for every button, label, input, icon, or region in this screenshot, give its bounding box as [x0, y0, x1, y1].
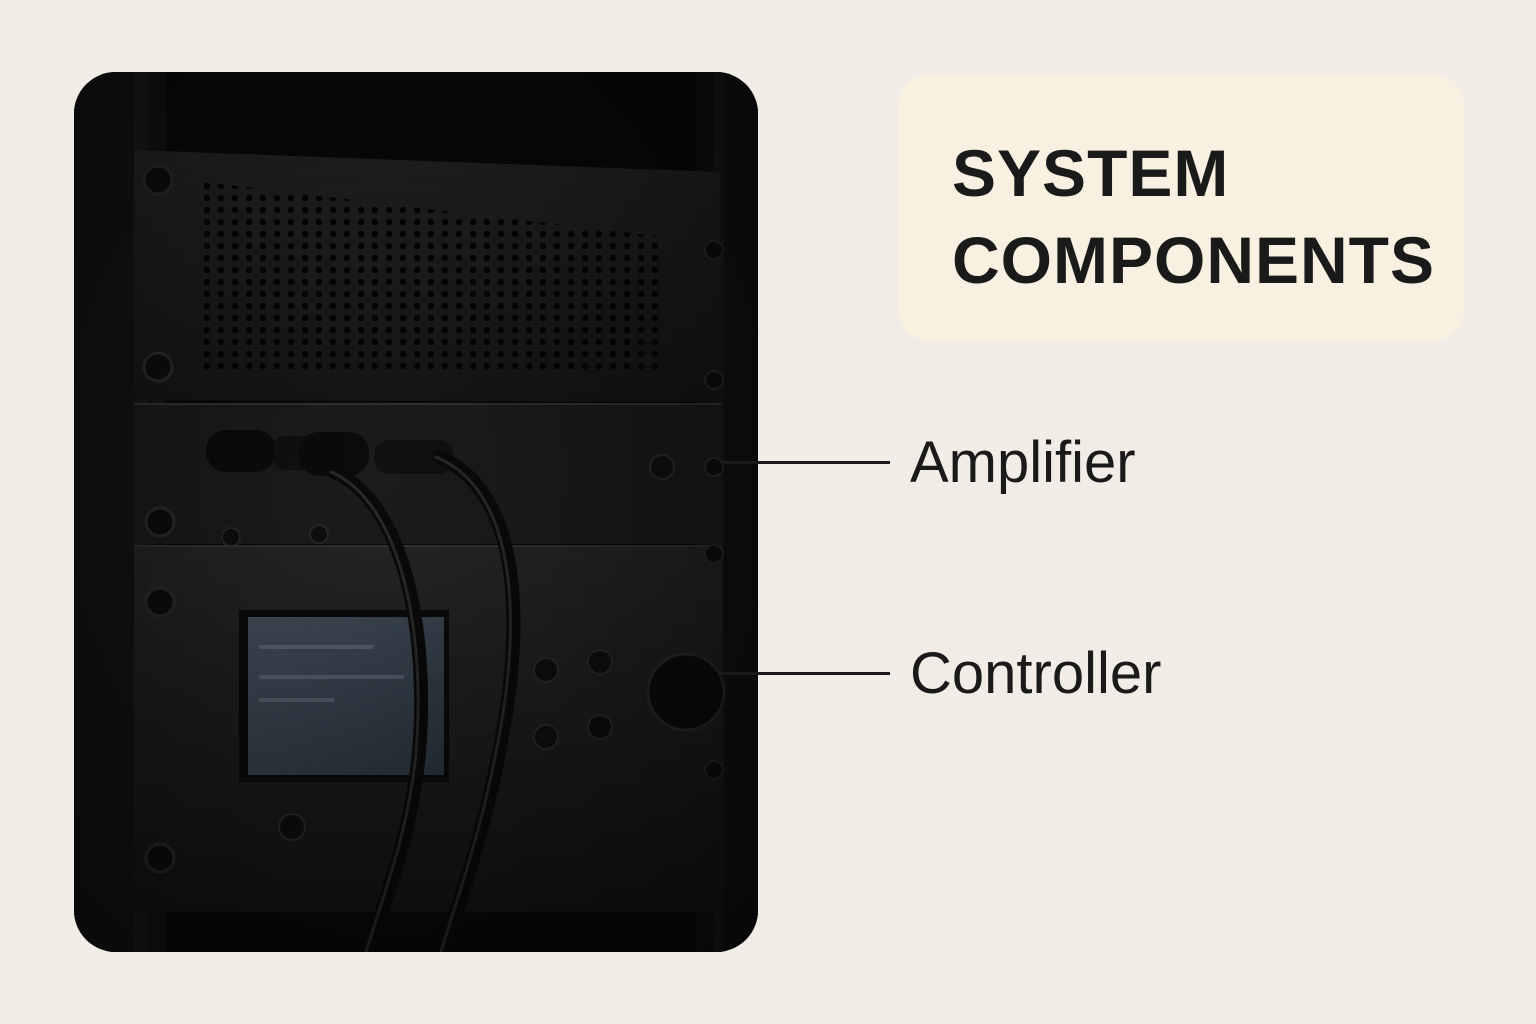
controller-callout-line	[718, 672, 890, 675]
controller-label: Controller	[910, 641, 1162, 706]
title-line-2: COMPONENTS	[952, 223, 1436, 297]
equipment-rack-photo	[74, 72, 758, 952]
amplifier-label: Amplifier	[910, 430, 1136, 495]
title-card: SYSTEM COMPONENTS	[898, 74, 1464, 341]
title-line-1: SYSTEM	[952, 136, 1230, 210]
amplifier-callout-line	[722, 461, 890, 464]
